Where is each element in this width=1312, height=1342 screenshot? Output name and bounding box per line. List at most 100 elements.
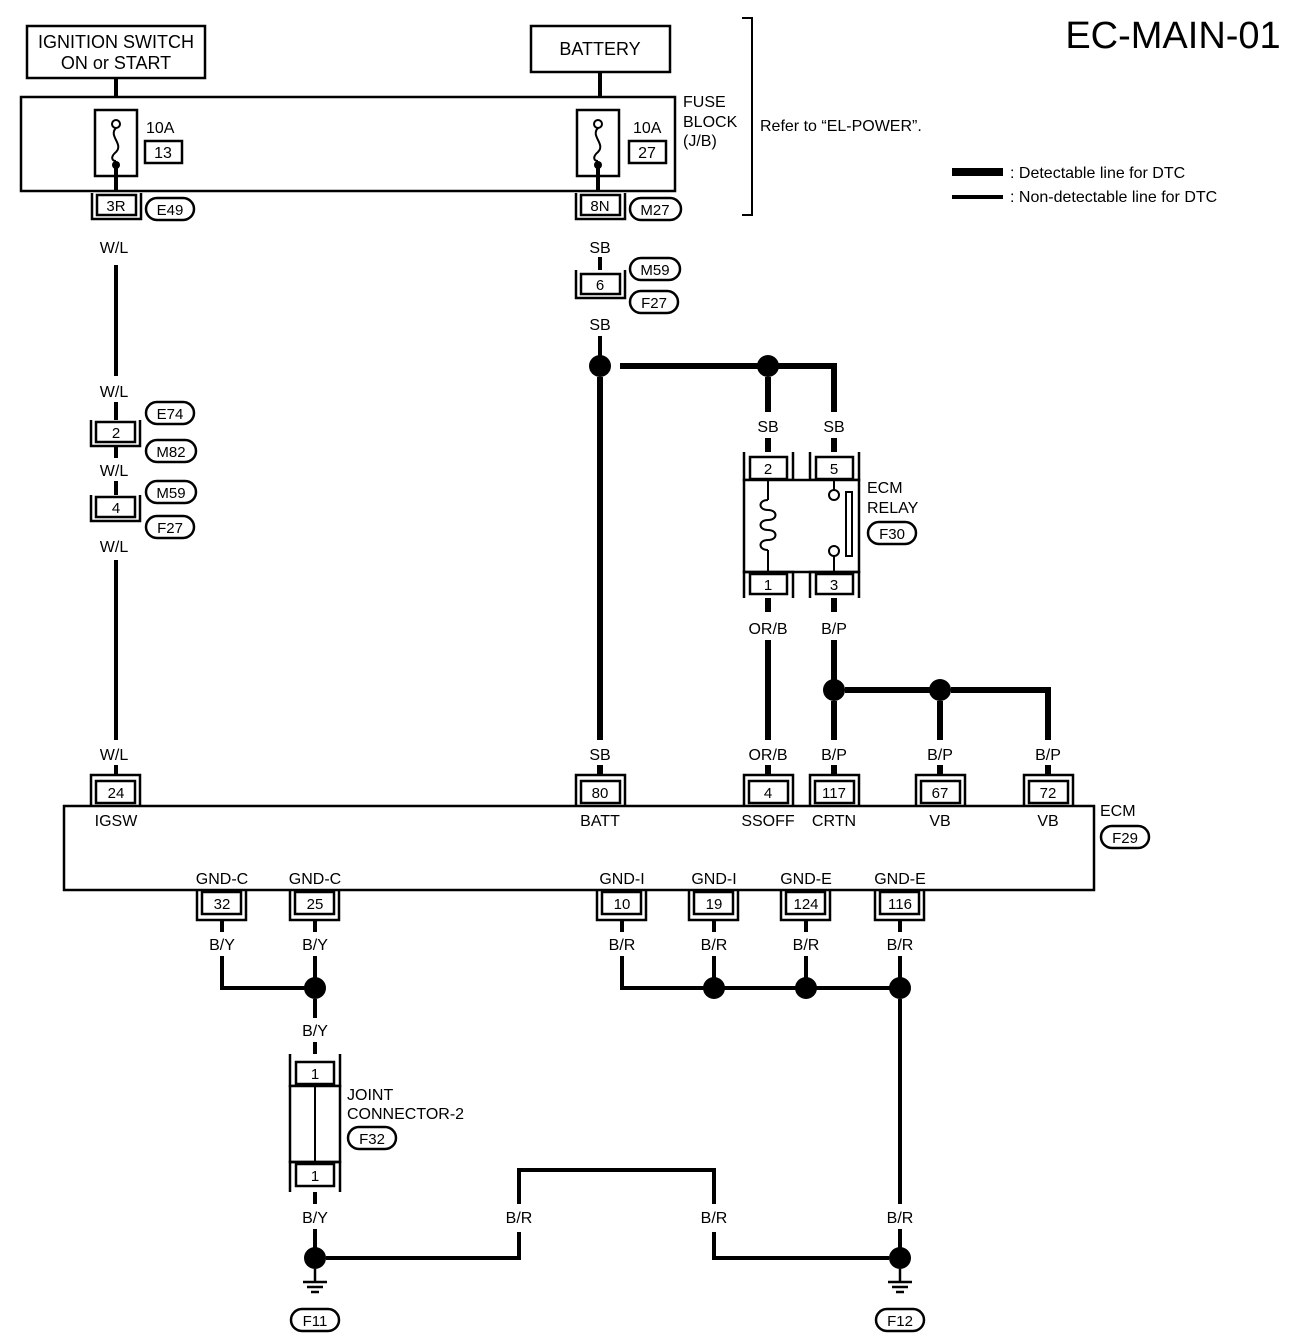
ignition-switch-box: IGNITION SWITCH ON or START [25, 24, 207, 80]
conn-f29: F29 [1099, 824, 1151, 850]
joint-pin-top: 1 [311, 1066, 319, 1083]
fuse-block: 10A 13 10A 27 [19, 95, 677, 193]
conn-f12: F12 [874, 1307, 926, 1333]
ecm-pin-72: 72 [1022, 773, 1075, 806]
conn-e74: E74 [144, 400, 196, 426]
conn-m59-right: M59 [628, 256, 682, 282]
conn-f27-left: F27 [144, 514, 196, 540]
conn-e74-label: E74 [157, 406, 184, 423]
connector-pin-2-e74: 2 [89, 420, 142, 448]
fuse-block-label-1: FUSE [683, 94, 726, 111]
diagram-title: EC-MAIN-01 [1065, 15, 1280, 57]
conn-e49-label: E49 [157, 202, 184, 219]
connector-pin-4: 4 [112, 500, 120, 517]
ecm-relay: 2 5 1 3 [742, 452, 861, 598]
wire-label-sb-4: SB [823, 419, 844, 436]
ecm-pin-80: 80 [574, 773, 627, 806]
fuse-left-rating: 10A [146, 120, 175, 137]
wire-label-by-4: B/Y [302, 1210, 328, 1227]
wire-label-br-5: B/R [887, 1210, 914, 1227]
battery-label: BATTERY [559, 39, 640, 59]
connector-pin-4-m59: 4 [89, 495, 142, 523]
ecm-pin-gndc-2: GND-C [289, 871, 341, 888]
relay-pin-1: 1 [764, 577, 772, 594]
ecm-pin-batt: BATT [580, 813, 620, 830]
wire-label-by-3: B/Y [302, 1023, 328, 1040]
wire-label-orb-2: OR/B [748, 747, 787, 764]
conn-f30: F30 [866, 520, 918, 546]
conn-m59-right-label: M59 [640, 262, 669, 279]
refer-bracket [742, 17, 753, 216]
wire-label-sb-5: SB [589, 747, 610, 764]
terminal-8n: 8N [574, 193, 627, 221]
conn-f27-right-label: F27 [641, 295, 667, 312]
relay-pin-2: 2 [764, 461, 772, 478]
conn-f11-label: F11 [303, 1313, 328, 1330]
ecm-relay-label-2: RELAY [867, 500, 919, 517]
joint-connector-label-1: JOINT [347, 1087, 393, 1104]
wire-label-by-1: B/Y [209, 937, 235, 954]
ecm-pin-4: 4 [742, 773, 795, 806]
splice-br-3 [889, 977, 911, 999]
legend-detectable-text: : Detectable line for DTC [1010, 165, 1185, 182]
terminal-3r-label: 3R [106, 198, 125, 215]
ecm-pin-32: 32 [195, 890, 248, 922]
ecm-pin-vb-2: VB [1037, 813, 1058, 830]
conn-f27-right: F27 [628, 289, 680, 315]
ecm-pin-67-num: 67 [932, 785, 949, 802]
splice-sb-2 [757, 355, 779, 377]
conn-f29-label: F29 [1112, 830, 1138, 847]
wire-label-wl-4: W/L [100, 539, 129, 556]
wire-label-bp-1: B/P [821, 621, 847, 638]
ecm-pin-25: 25 [288, 890, 341, 922]
legend-nondetectable-text: : Non-detectable line for DTC [1010, 189, 1217, 206]
wire-label-br-4: B/R [887, 937, 914, 954]
ignition-label-line1: IGNITION SWITCH [38, 32, 194, 52]
ecm-pin-24: 24 [89, 773, 142, 806]
ecm-pin-116-num: 116 [888, 896, 912, 913]
wire-label-wl-1: W/L [100, 240, 129, 257]
conn-f11: F11 [289, 1307, 341, 1333]
ecm-relay-label-1: ECM [867, 480, 903, 497]
conn-m82: M82 [144, 438, 198, 464]
connector-pin-2: 2 [112, 425, 120, 442]
ground-symbol-left [303, 1269, 327, 1294]
terminal-3r: 3R [90, 193, 143, 221]
ecm-pin-gndc-1: GND-C [196, 871, 248, 888]
fuse-block-label-2: BLOCK [683, 114, 738, 131]
wire-label-br-3: B/R [793, 937, 820, 954]
wire-label-sb-2: SB [589, 317, 610, 334]
wire-label-bp-3: B/P [927, 747, 953, 764]
wire-label-wl-3: W/L [100, 463, 129, 480]
refer-note: Refer to “EL-POWER”. [760, 118, 922, 135]
fuse-block-label-3: (J/B) [683, 133, 717, 150]
ecm-pin-32-num: 32 [214, 896, 231, 913]
wire-label-sb-3: SB [757, 419, 778, 436]
ecm-module [62, 804, 1096, 892]
ecm-pin-gndi-2: GND-I [691, 871, 736, 888]
conn-m59-left-label: M59 [156, 485, 185, 502]
wire-label-bp-2: B/P [821, 747, 847, 764]
conn-f27-left-label: F27 [157, 520, 183, 537]
ecm-pin-124: 124 [779, 890, 832, 922]
conn-f32: F32 [346, 1125, 398, 1151]
conn-e49: E49 [144, 196, 196, 222]
fuse-right-number: 27 [638, 145, 656, 162]
ecm-pin-72-num: 72 [1040, 785, 1057, 802]
conn-f32-label: F32 [359, 1131, 385, 1148]
ignition-label-line2: ON or START [61, 53, 171, 73]
ecm-pin-gndi-1: GND-I [599, 871, 644, 888]
connector-pin-6: 6 [596, 277, 604, 294]
splice-br-1 [703, 977, 725, 999]
wire-label-bp-4: B/P [1035, 747, 1061, 764]
ecm-pin-19-num: 19 [706, 896, 723, 913]
relay-pin-5: 5 [830, 461, 838, 478]
joint-connector-label-2: CONNECTOR-2 [347, 1106, 464, 1123]
wire-label-br-6: B/R [506, 1210, 533, 1227]
ecm-pin-67: 67 [914, 773, 967, 806]
connector-pin-6-m59: 6 [574, 270, 627, 300]
legend: : Detectable line for DTC : Non-detectab… [952, 165, 1217, 206]
fuse-right-rating: 10A [633, 120, 662, 137]
wire-label-by-2: B/Y [302, 937, 328, 954]
ecm-pin-117-num: 117 [822, 785, 846, 802]
